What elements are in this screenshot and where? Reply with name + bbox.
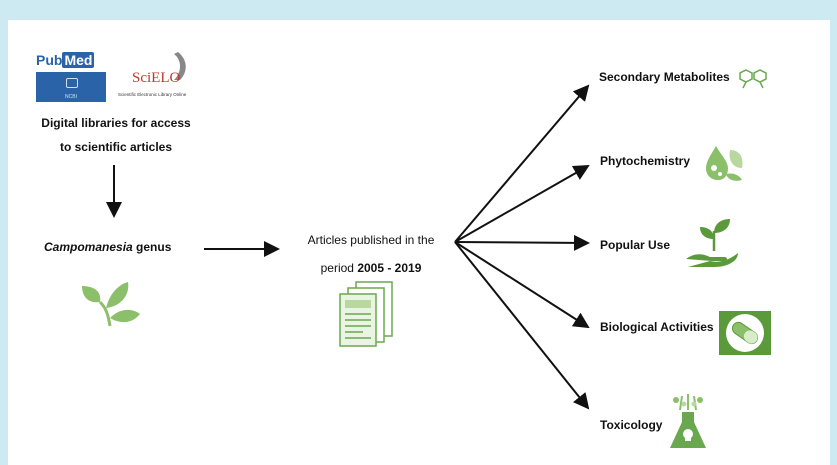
ncbi-label: NCBI [65, 94, 77, 100]
documents-icon [339, 281, 393, 347]
connector-arrows [106, 84, 590, 410]
pubmed-logo-text-med: Med [62, 52, 95, 68]
pubmed-logo-banner: NCBI [36, 72, 106, 102]
genus-label: Campomanesia genus [44, 240, 171, 254]
outcome-toxicology: Toxicology [600, 418, 663, 432]
ncbi-glyph-icon [66, 78, 78, 88]
libraries-caption-line2: to scientific articles [59, 140, 173, 154]
outcome-phytochemistry: Phytochemistry [600, 154, 691, 168]
scielo-logo: SciELO Scientific Electronic Library Onl… [116, 50, 206, 106]
articles-caption: Articles published in the period 2005 - … [296, 226, 446, 282]
arrow-to-toxicology [454, 241, 590, 410]
scielo-subtitle: Scientific Electronic Library Online [118, 92, 187, 97]
leaves-icon [82, 282, 140, 327]
arrow-to-phytochemistry [454, 165, 590, 243]
genus-label-italic: Campomanesia [44, 240, 133, 254]
hand-plant-icon [686, 219, 738, 267]
outcome-biological-activities: Biological Activities [600, 320, 714, 334]
arrow-to-popular-use [454, 234, 590, 251]
molecule-icon [739, 69, 767, 89]
flask-skull-icon [670, 394, 706, 448]
outcome-secondary-metabolites: Secondary Metabolites [599, 70, 730, 84]
articles-caption-line1: Articles published in the [307, 233, 435, 247]
outcome-popular-use: Popular Use [600, 238, 671, 252]
scielo-swoosh-icon [174, 52, 186, 80]
genus-label-rest: genus [132, 240, 172, 254]
libraries-caption: Digital libraries for access to scientif… [36, 111, 196, 159]
capsule-icon [719, 311, 771, 355]
libraries-caption-line1: Digital libraries for access [41, 116, 191, 130]
scielo-name: SciELO [132, 70, 181, 86]
articles-caption-line2: period 2005 - 2019 [296, 254, 446, 282]
articles-period-prefix: period [320, 261, 358, 275]
arrow-to-secondary-metabolites [454, 84, 590, 243]
articles-period-years: 2005 - 2019 [357, 261, 422, 275]
droplets-leaf-icon [706, 146, 743, 181]
arrow-to-biological-activities [454, 241, 590, 329]
pubmed-logo-text-pub: Pub [36, 52, 63, 68]
